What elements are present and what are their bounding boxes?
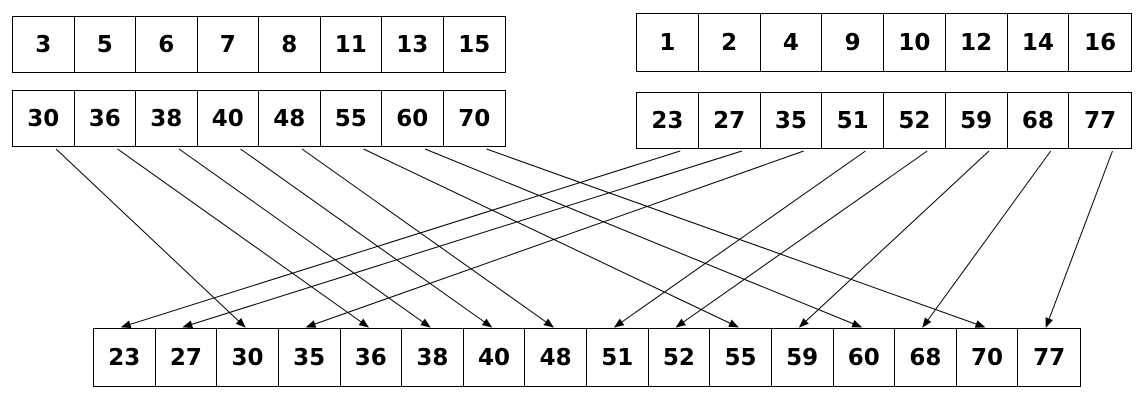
left-top-cell-1: 5 [75,17,136,72]
left-bottom-cell-1: 36 [75,91,136,146]
left-bottom-cell-0: 30 [13,91,75,146]
right-top-cell-0: 1 [637,14,699,71]
left-bottom-cell-6: 60 [382,91,444,146]
right-bottom-cell-7: 77 [1084,107,1117,134]
right-bottom-cell-0: 23 [637,93,699,148]
right-bottom-cell-2: 35 [761,93,823,148]
right-bottom-cell-4: 52 [884,93,946,148]
arrow-0 [55,148,246,328]
arrow-6 [424,148,863,328]
arrow-7 [486,148,986,328]
left-top-cell-2: 6 [136,17,198,72]
merged-cell-15: 77 [1033,344,1066,371]
merged-cell-12: 60 [834,329,896,386]
arrow-8 [120,150,681,329]
merged-cell-3: 35 [279,329,341,386]
left-bottom-cell-2: 38 [136,91,198,146]
left-bottom-cell-7: 70 [458,105,491,132]
right-bottom-cell-1: 27 [699,93,761,148]
left-bottom-cell-5: 55 [321,91,382,146]
right-top-cell-3: 9 [822,14,884,71]
arrow-11 [613,150,866,328]
merged-cell-11: 59 [772,329,834,386]
merged-cell-10: 55 [710,329,772,386]
left-top-cell-4: 8 [259,17,321,72]
arrow-12 [675,150,928,328]
merged-cell-7: 48 [525,329,587,386]
left-top-cell-0: 3 [13,17,75,72]
right-bottom-cell-5: 59 [946,93,1008,148]
right-top-cell-1: 2 [699,14,761,71]
right-top-cell-6: 14 [1008,14,1070,71]
arrow-14 [922,150,1052,328]
right-bottom-cell-3: 51 [822,93,884,148]
right-top-cell-7: 16 [1084,29,1117,56]
arrow-2 [178,148,431,328]
arrow-15 [1045,150,1113,328]
merged-cell-5: 38 [402,329,464,386]
left-bottom-cell-3: 40 [198,91,259,146]
arrow-9 [182,150,743,329]
right-top-cell-2: 4 [761,14,823,71]
arrow-5 [363,148,739,328]
merged-cell-9: 52 [649,329,711,386]
merged-cell-6: 40 [464,329,526,386]
merged-cell-13: 68 [895,329,957,386]
merged-cell-2: 30 [217,329,279,386]
merged-cell-4: 36 [341,329,403,386]
left-top-cell-5: 11 [321,17,382,72]
arrow-10 [305,150,804,328]
arrow-1 [117,148,370,328]
arrow-4 [301,148,554,328]
arrow-3 [240,148,493,328]
right-bottom-cell-6: 68 [1008,93,1070,148]
arrow-13 [798,150,990,328]
left-top-cell-7: 15 [458,31,491,58]
right-top-cell-5: 12 [946,14,1008,71]
merged-cell-0: 23 [94,329,156,386]
right-top-cell-4: 10 [884,14,946,71]
merged-cell-8: 51 [587,329,649,386]
left-bottom-cell-4: 48 [259,91,321,146]
left-top-cell-3: 7 [198,17,259,72]
merged-cell-14: 70 [957,329,1019,386]
left-top-cell-6: 13 [382,17,444,72]
merged-cell-1: 27 [156,329,218,386]
